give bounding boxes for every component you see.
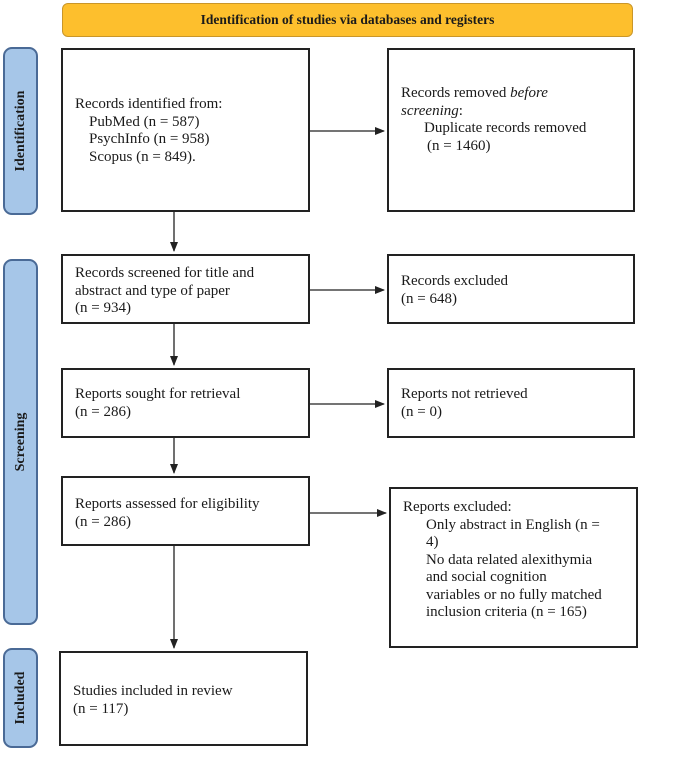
excluded-count: (n = 648) — [401, 290, 457, 307]
phase-included: Included — [3, 648, 38, 748]
screened-line-1: Records screened for title and — [75, 265, 255, 281]
source-scopus: Scopus (n = 849). — [89, 148, 196, 165]
records-removed-screening: screening — [401, 102, 459, 119]
sought-label: Reports sought for retrieval — [75, 386, 241, 402]
reason-abstract-2: 4) — [426, 534, 439, 550]
records-removed-heading: Records removed before — [401, 85, 623, 103]
records-screened-box: Records screened for title and abstract … — [61, 254, 310, 324]
screened-line-2: abstract and type of paper — [75, 282, 230, 299]
records-removed-box: Records removed before screening: Duplic… — [387, 48, 635, 212]
header-title: Identification of studies via databases … — [200, 12, 495, 27]
reports-excluded-box: Reports excluded: Only abstract in Engli… — [389, 487, 638, 648]
reports-excluded-title: Reports excluded: — [403, 499, 512, 515]
records-excluded-box: Records excluded (n = 648) — [387, 254, 635, 324]
not-retrieved-label: Reports not retrieved — [401, 386, 528, 402]
records-removed-heading-2: screening: — [401, 103, 623, 121]
records-removed-colon: : — [458, 102, 463, 119]
records-identified-title: Records identified from: — [75, 96, 223, 112]
source-pubmed: PubMed (n = 587) — [89, 113, 200, 130]
included-count: (n = 117) — [73, 700, 129, 717]
reason-nodata-4: inclusion criteria (n = 165) — [426, 604, 587, 620]
studies-included-box: Studies included in review (n = 117) — [59, 651, 308, 746]
assessed-count: (n = 286) — [75, 513, 131, 530]
assessed-label: Reports assessed for eligibility — [75, 496, 260, 512]
excluded-label: Records excluded — [401, 273, 509, 289]
reports-assessed-box: Reports assessed for eligibility (n = 28… — [61, 476, 310, 546]
source-psychinfo: PsychInfo (n = 958) — [89, 131, 210, 147]
reports-sought-box: Reports sought for retrieval (n = 286) — [61, 368, 310, 438]
included-label: Studies included in review — [73, 683, 233, 699]
records-removed-line1: Records removed — [401, 85, 511, 101]
not-retrieved-box: Reports not retrieved (n = 0) — [387, 368, 635, 438]
sought-count: (n = 286) — [75, 403, 131, 420]
records-identified-box: Records identified from: PubMed (n = 587… — [61, 48, 310, 212]
reason-abstract-1: Only abstract in English (n = — [426, 516, 600, 533]
reason-nodata-3: variables or no fully matched — [426, 586, 602, 603]
phase-screening: Screening — [3, 259, 38, 625]
header-banner: Identification of studies via databases … — [62, 3, 633, 37]
duplicates-label: Duplicate records removed — [424, 120, 587, 136]
phase-identification: Identification — [3, 47, 38, 215]
records-removed-before: before — [510, 85, 548, 101]
not-retrieved-count: (n = 0) — [401, 403, 442, 420]
reason-nodata-1: No data related alexithymia — [426, 551, 593, 568]
screened-count: (n = 934) — [75, 300, 131, 316]
duplicates-count: (n = 1460) — [427, 137, 491, 154]
reason-nodata-2: and social cognition — [426, 569, 547, 585]
